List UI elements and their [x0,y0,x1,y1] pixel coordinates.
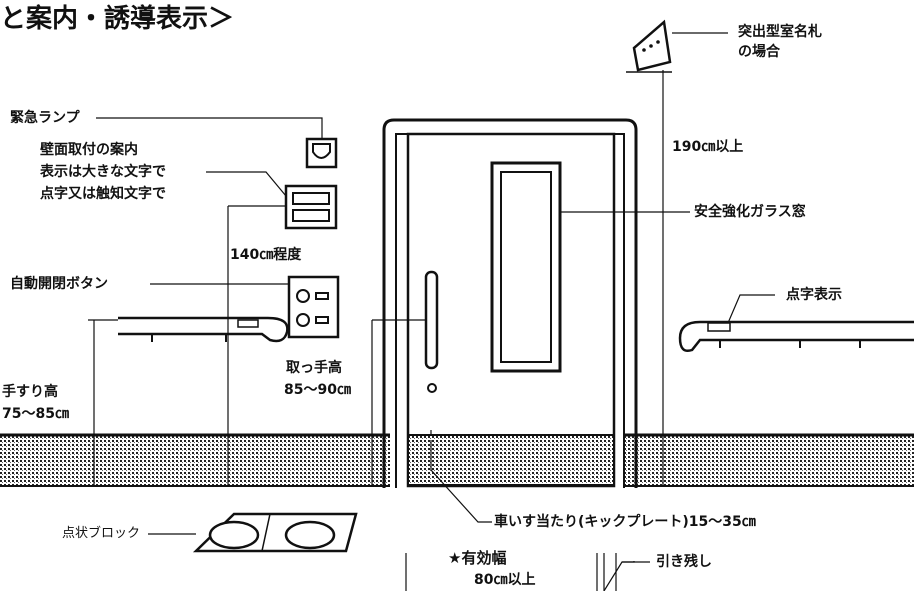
wall-guide-label-2: 表示は大きな文字で [40,164,166,180]
room-name-plate-label-2: の場合 [738,44,780,60]
handle-height-label-2: 85〜90㎝ [284,382,351,398]
leader-lines [96,32,775,591]
braille-display-label: 点字表示 [786,287,842,303]
emergency-lamp-label: 緊急ランプ [10,110,80,126]
handrail-height-label-1: 手すり高 [2,384,58,400]
handle-height-label-1: 取っ手高 [286,360,342,376]
room-name-plate [626,19,672,73]
pull-remaining-label: 引き残し [656,554,712,570]
floor-baseboard-band [0,433,914,487]
tactile-block-label: 点状ブロック [62,526,141,541]
height-190-label: 190㎝以上 [672,139,744,155]
height-140-label: 140㎝程度 [230,247,302,263]
wall-guide-label-1: 壁面取付の案内 [40,142,138,158]
handrail-right [678,320,914,352]
diagram-title: と案内・誘導表示＞ [0,4,235,34]
safety-glass-window [490,161,562,373]
dimension-lines [88,70,664,591]
effective-width-label-2: 80㎝以上 [474,572,536,588]
emergency-lamp [305,137,338,169]
effective-width-label-1: ★有効幅 [448,549,507,567]
auto-button-label: 自動開閉ボタン [10,276,108,292]
room-name-plate-label: 突出型室名札 [738,24,822,40]
wall-guide-sign [284,184,338,230]
tactile-block [192,512,358,553]
safety-glass-label: 安全強化ガラス窓 [694,204,806,220]
handrail-height-label-2: 75〜85㎝ [2,406,69,422]
kick-plate [407,434,615,486]
auto-open-button-panel [287,275,340,339]
handrail-left [118,316,289,343]
kick-plate-label: 車いす当たり(キックプレート)15〜35㎝ [494,514,756,530]
wall-guide-label-3: 点字又は触知文字で [40,186,166,202]
